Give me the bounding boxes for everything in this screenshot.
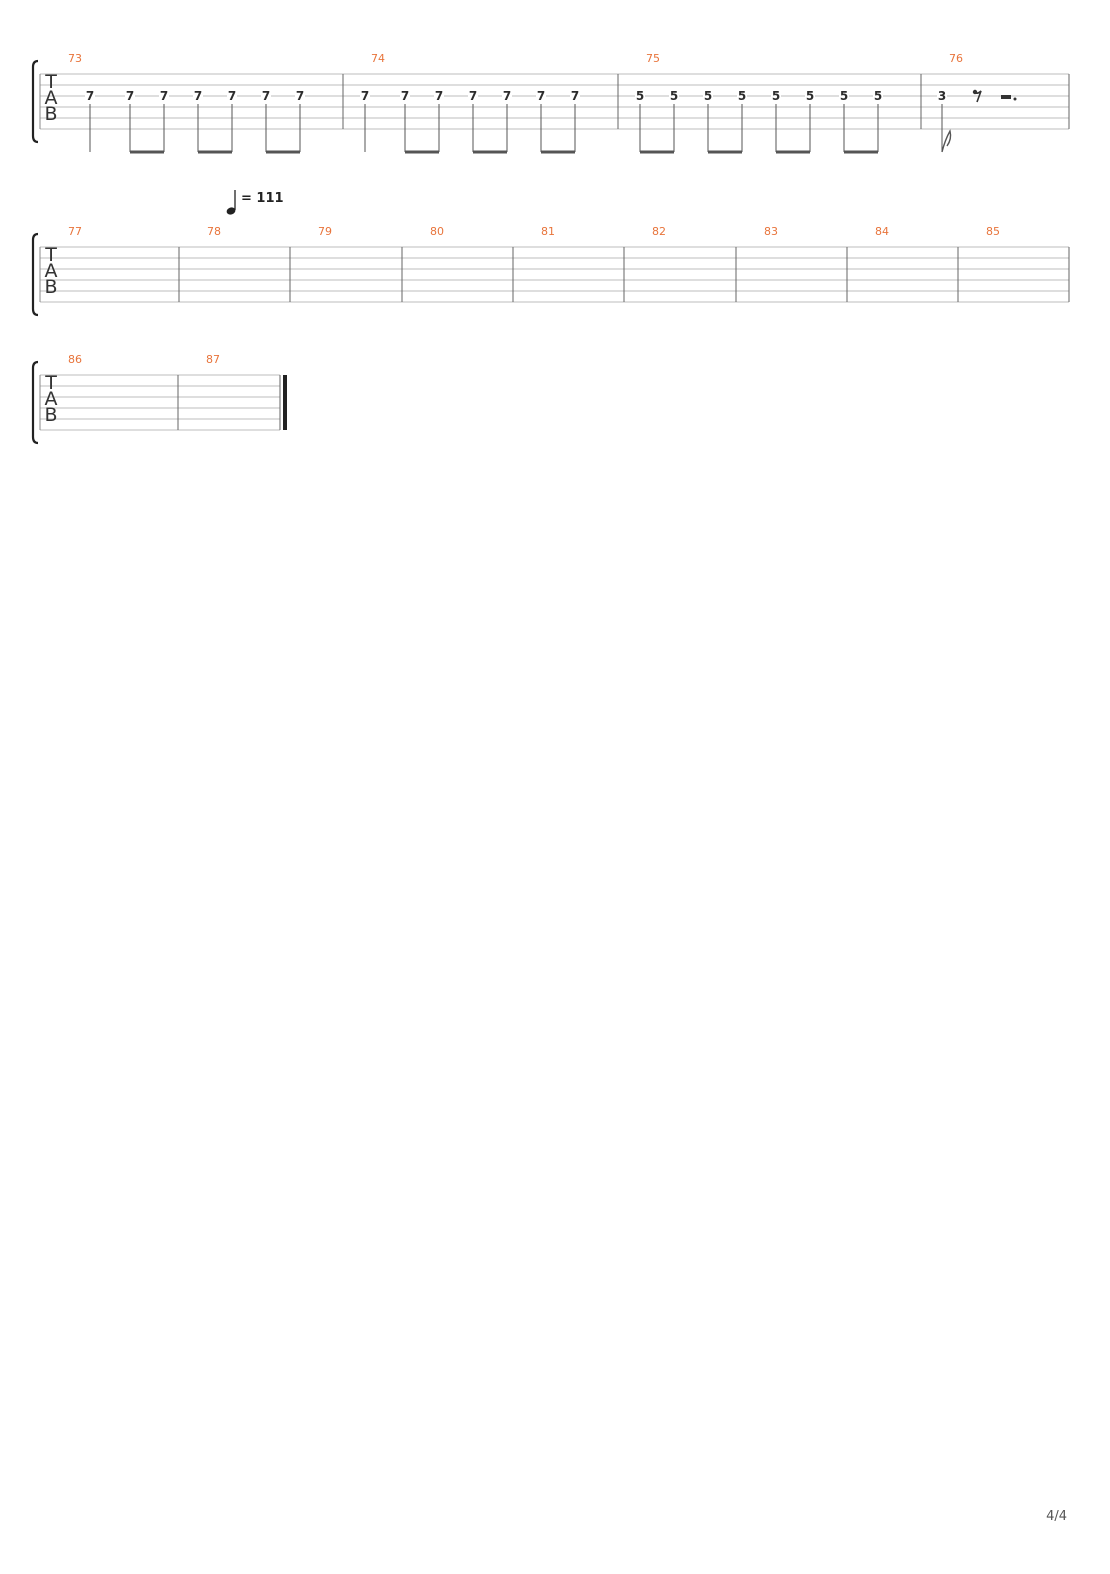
fret-bg [669,89,679,102]
fret-number: 5 [670,89,678,103]
fret-number: 5 [636,89,644,103]
tab-clef-letter: B [44,103,57,125]
tab-clef-letter: T [44,372,57,394]
fret-bg [193,89,203,102]
fret-bg [805,89,815,102]
fret-number: 7 [228,89,236,103]
fret-number: 3 [938,89,946,103]
fret-number: 5 [738,89,746,103]
staff-system-3: TAB 86 87 [31,353,287,445]
fret-number: 7 [401,89,409,103]
fret-number: 7 [86,89,94,103]
tempo-label: = 111 [241,191,284,206]
measure-number: 73 [68,52,82,65]
tab-clef-letter: B [44,276,57,298]
fret-bg [839,89,849,102]
page-number: 4/4 [1046,1509,1067,1524]
fret-bg [125,89,135,102]
fret-bg [295,89,305,102]
fret-number: 5 [704,89,712,103]
measure-number: 78 [207,225,221,238]
fret-number: 7 [503,89,511,103]
measure-number: 79 [318,225,332,238]
fret-bg [703,89,713,102]
fret-bg [434,89,444,102]
rest-dot [1013,97,1017,101]
tab-clef-letter: A [45,260,58,282]
fret-bg [159,89,169,102]
fret-bg [502,89,512,102]
tab-clef-letter: B [44,404,57,426]
fret-number: 7 [537,89,545,103]
fret-number: 7 [194,89,202,103]
measure-number: 75 [646,52,660,65]
fret-bg [85,89,95,102]
measure-number: 84 [875,225,889,238]
fret-number: 7 [361,89,369,103]
eighth-rest-stroke [974,90,982,103]
fret-bg [400,89,410,102]
tab-clef-letter: A [45,87,58,109]
measure-number: 76 [949,52,963,65]
fret-number: 7 [296,89,304,103]
fret-bg [536,89,546,102]
fret-number: 5 [806,89,814,103]
fret-bg [937,89,947,102]
fret-number: 7 [262,89,270,103]
measure-number: 74 [371,52,385,65]
measure-number: 87 [206,353,220,366]
tab-clef-letter: T [44,71,57,93]
measure-number: 83 [764,225,778,238]
measure-number: 80 [430,225,444,238]
measure-number: 85 [986,225,1000,238]
staff-system-2: TAB 77 78 79 80 81 82 83 84 85 [31,225,1070,317]
fret-bg [360,89,370,102]
tab-clef-letter: T [44,244,57,266]
fret-bg [570,89,580,102]
fret-number: 5 [874,89,882,103]
fret-bg [737,89,747,102]
fret-number: 7 [469,89,477,103]
system-bracket [31,232,39,317]
final-barline [283,375,287,430]
fret-number: 5 [840,89,848,103]
fret-number: 7 [126,89,134,103]
measure-number: 77 [68,225,82,238]
fret-number: 7 [435,89,443,103]
fret-bg [261,89,271,102]
measure-number: 82 [652,225,666,238]
dotted-half-rest [1001,95,1011,99]
system-bracket [31,59,39,144]
tempo-marking: = 111 [226,190,284,215]
fret-bg [468,89,478,102]
fret-bg [635,89,645,102]
system-bracket [31,360,39,445]
measure-number: 81 [541,225,555,238]
eighth-flag [941,129,952,153]
fret-bg [771,89,781,102]
measure-number: 86 [68,353,82,366]
fret-number: 7 [160,89,168,103]
tempo-note-icon [226,207,236,215]
fret-number: 5 [772,89,780,103]
fret-number: 7 [571,89,579,103]
fret-bg [873,89,883,102]
fret-bg [227,89,237,102]
tab-clef-letter: A [45,388,58,410]
